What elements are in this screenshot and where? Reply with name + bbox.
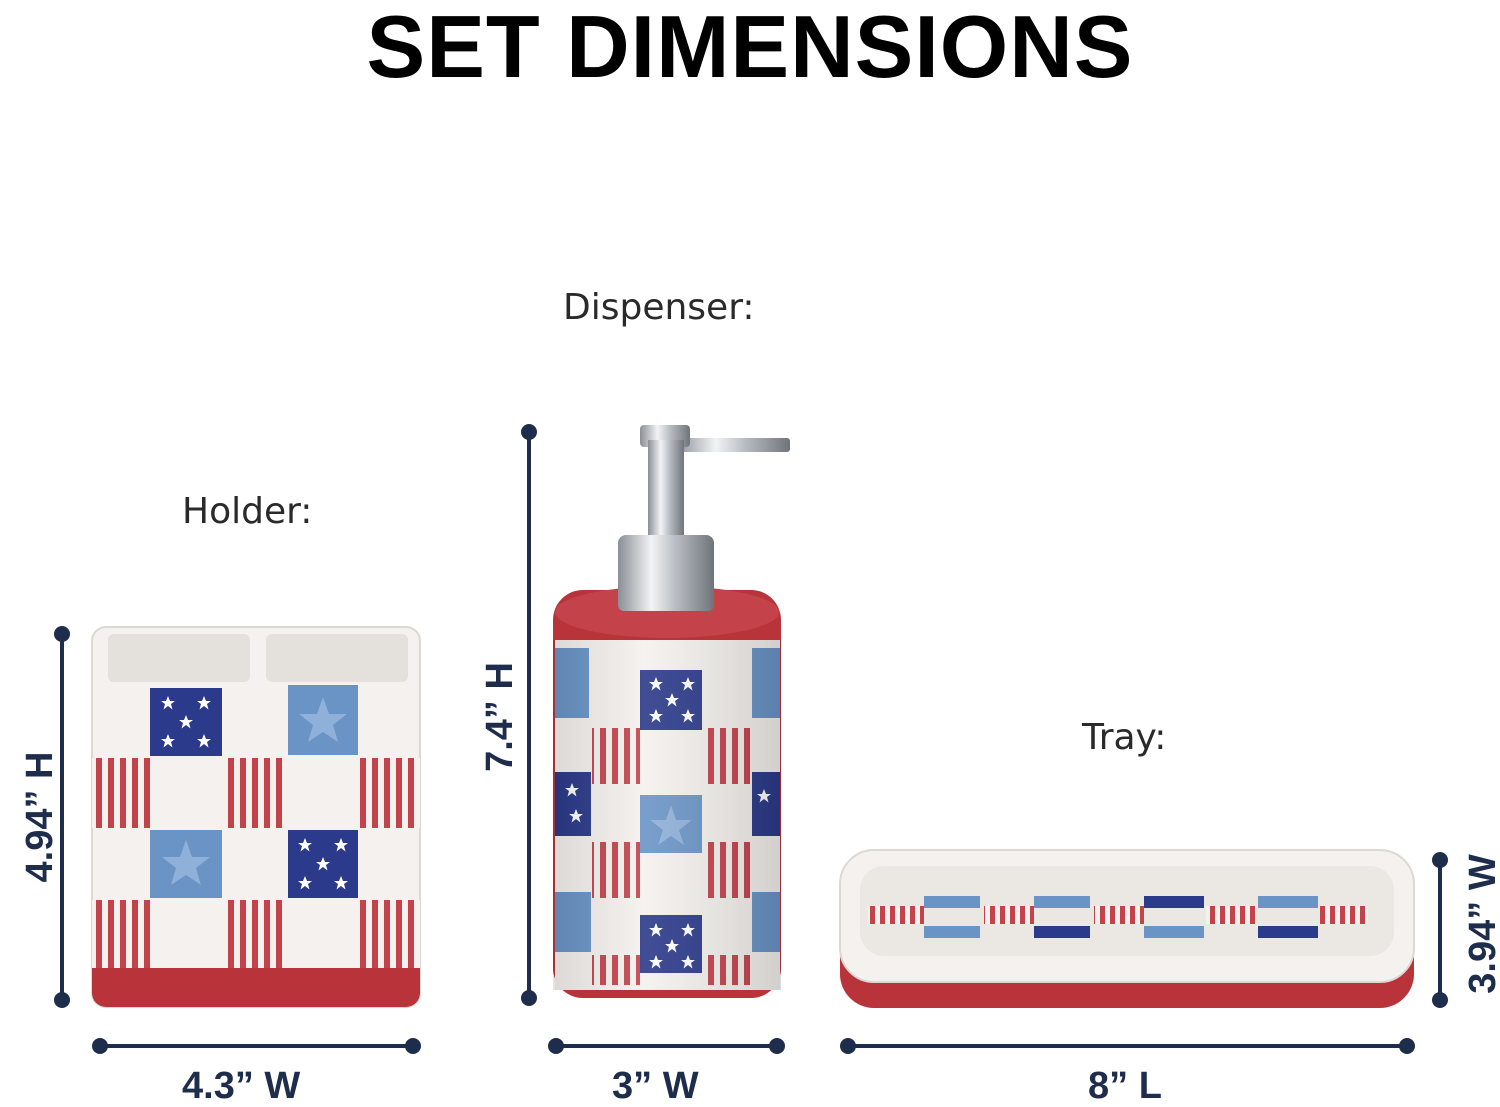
dispenser-height: 7.4” H [479, 662, 521, 772]
soap-dispenser [553, 425, 790, 998]
dispenser-width: 3” W [612, 1065, 699, 1107]
tray-label: Tray: [1082, 717, 1167, 758]
holder-label: Holder: [182, 491, 313, 532]
tray-length: 8” L [1088, 1065, 1162, 1107]
dispenser-label: Dispenser: [563, 287, 755, 328]
toothbrush-holder [91, 626, 421, 1008]
holder-height: 4.94” H [19, 751, 61, 883]
holder-width: 4.3” W [182, 1065, 301, 1107]
page-title: SET DIMENSIONS [366, 0, 1134, 96]
soap-tray [839, 849, 1415, 1008]
tray-width: 3.94” W [1462, 854, 1500, 994]
dimension-lines [54, 424, 1448, 1054]
